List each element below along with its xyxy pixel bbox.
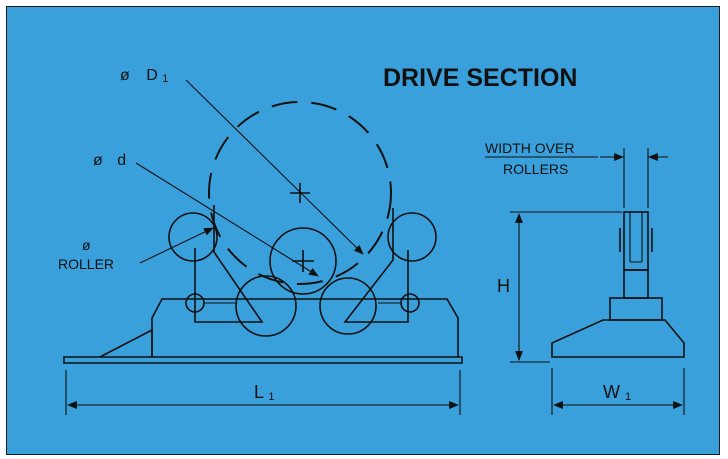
drive-center-mark: [290, 183, 310, 203]
side-pedestal: [609, 297, 663, 321]
roller-symbol: ø: [82, 237, 91, 253]
width-over-line2: ROLLERS: [503, 161, 568, 177]
left-upper-roller: [168, 212, 218, 262]
drive-roller-center-mark: [292, 250, 314, 272]
l1-label: L 1: [254, 382, 274, 403]
l1-dimension: L 1: [65, 370, 461, 415]
w1-dimension: W 1: [551, 368, 685, 415]
ramp: [99, 328, 153, 358]
right-arm: [343, 208, 409, 323]
right-upper-roller: [387, 212, 437, 262]
side-bolts: [619, 228, 653, 252]
h-label: H: [497, 276, 510, 296]
side-view: [551, 211, 685, 358]
left-lower-roller: [235, 275, 297, 337]
drawing-panel: [6, 6, 720, 455]
side-roller-plates: [623, 211, 649, 271]
w1-label: W 1: [603, 382, 631, 403]
roller-label: ROLLER: [58, 256, 114, 272]
right-pivot: [400, 293, 420, 313]
frame-body: [151, 298, 459, 357]
base-rail: [63, 356, 463, 364]
roller-leader: [139, 227, 214, 264]
diagram-title: DRIVE SECTION: [383, 64, 577, 92]
drive-roller: [269, 227, 337, 295]
d-label: ø d: [93, 152, 126, 169]
drive-wheel-outline: [208, 101, 392, 285]
d-leader: [135, 162, 319, 277]
side-roller-slot: [629, 212, 643, 263]
front-view: [63, 101, 463, 364]
side-base: [551, 319, 685, 358]
width-over-line1: WIDTH OVER: [485, 140, 574, 156]
d1-leader: [185, 79, 364, 255]
side-stem: [623, 269, 649, 299]
right-lower-roller: [319, 277, 377, 335]
left-arm: [194, 205, 264, 323]
h-dimension: H: [497, 211, 622, 363]
width-over-dimension: [600, 148, 668, 208]
d1-label: ø D 1: [120, 67, 168, 85]
